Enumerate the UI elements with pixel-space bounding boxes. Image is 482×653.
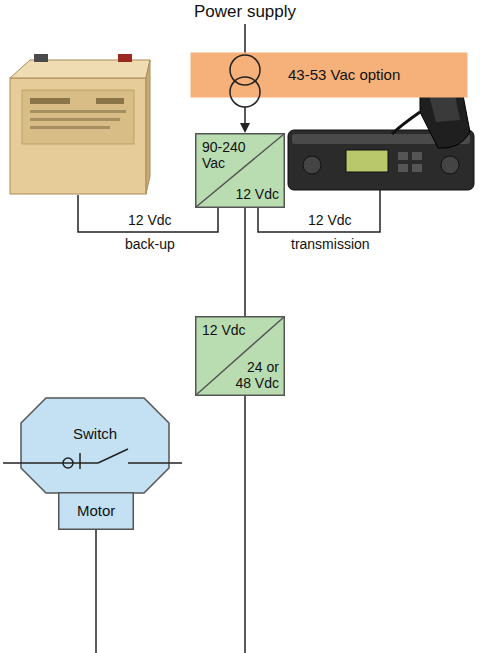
supply-wire (244, 24, 246, 55)
wire-label: 12 Vdc (308, 212, 352, 228)
option-band (191, 53, 468, 98)
node-text: 12 Vdc (202, 322, 246, 338)
wire-label: 12 Vdc (128, 212, 172, 228)
converter-frame (196, 134, 285, 208)
switch-octagon-outline (20, 397, 170, 494)
transformer-coil (230, 77, 260, 107)
wire-label: back-up (125, 236, 175, 252)
node-text: Switch (73, 425, 117, 442)
connector-line (244, 208, 246, 316)
battery-picture (10, 54, 150, 194)
node-text: 90-240 Vac (202, 139, 256, 171)
node-text: 43-53 Vac option (288, 66, 400, 83)
converter-diagonal (196, 134, 284, 207)
wire-label: transmission (291, 236, 370, 252)
converter-box: 90-240 Vac 12 Vdc (195, 133, 285, 208)
node-text: Motor (77, 502, 115, 519)
octagon-outline (21, 398, 169, 493)
connector (240, 107, 250, 133)
arrow-head (240, 123, 250, 133)
converter-diagonal (196, 317, 284, 395)
converter-box: 12 Vdc 24 or 48 Vdc (195, 316, 285, 396)
motor-frame (59, 493, 134, 530)
converter-frame (196, 317, 285, 396)
connector-line (244, 107, 246, 124)
supply-label: Power supply (194, 2, 296, 22)
motor-wire (95, 530, 97, 653)
connector (245, 208, 246, 316)
switch-octagon: Switch (20, 397, 170, 494)
output-wire (244, 396, 246, 653)
node-text: 12 Vdc (235, 186, 279, 202)
motor-box: Motor (58, 492, 134, 530)
switch-symbol (3, 449, 182, 469)
node-text: 24 or 48 Vdc (229, 359, 279, 391)
transformer-option-box: 43-53 Vac option (190, 52, 468, 98)
